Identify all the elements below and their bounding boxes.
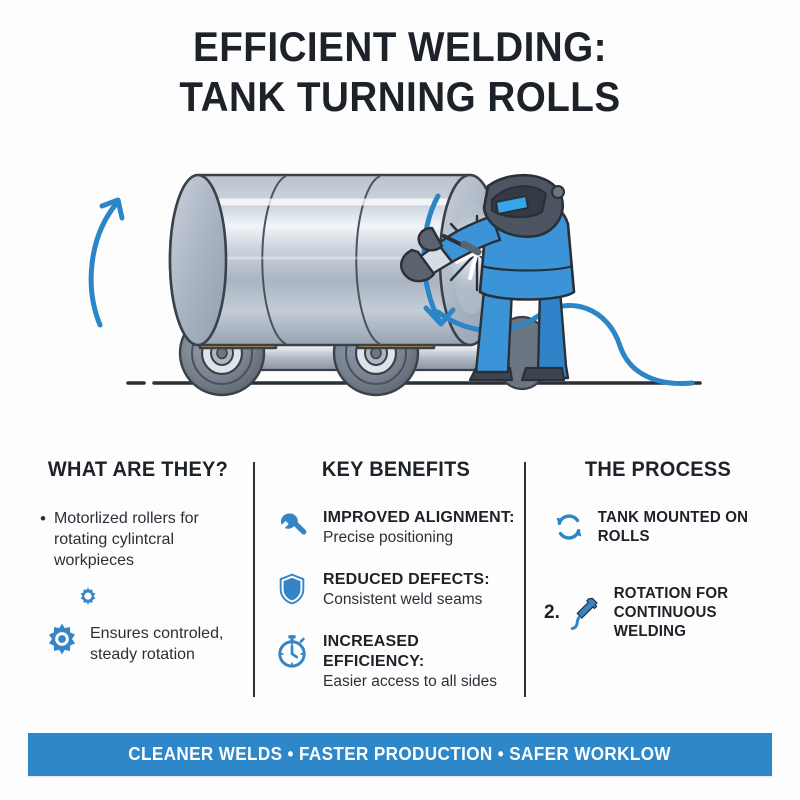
list-item: • Motorlized rollers for rotating cylint…	[24, 508, 252, 571]
list-item: IMPROVED ALIGNMENT: Precise positioning	[267, 508, 525, 548]
benefit-title: INCREASED EFFICIENCY:	[323, 633, 425, 670]
benefit-subtitle: Precise positioning	[323, 529, 454, 546]
step-label: TANK MOUNTED ON ROLLS	[597, 509, 749, 545]
list-item: TANK MOUNTED ON ROLLS	[540, 508, 776, 546]
list-item: REDUCED DEFECTS: Consistent weld seams	[267, 570, 525, 610]
rotation-arrow-up	[88, 197, 125, 328]
welder-figure	[400, 173, 695, 387]
gear-icon	[74, 585, 102, 618]
columns-section: WHAT ARE THEY? • Motorlized rollers for …	[24, 458, 776, 708]
column-key-benefits: KEY BENEFITS IMPROVED ALIGNMENT: Precise…	[267, 458, 525, 714]
footer-banner-text: CLEANER WELDS • FASTER PRODUCTION • SAFE…	[128, 744, 672, 764]
rotation-cycle-icon	[548, 510, 590, 544]
step-label-line2: CONTINUOUS WELDING	[613, 604, 717, 640]
title-line-2: TANK TURNING ROLLS	[179, 73, 621, 120]
wrench-icon	[271, 508, 313, 544]
gear-icon	[42, 621, 82, 666]
page-title: EFFICIENT WELDING: TANK TURNING ROLLS	[0, 22, 800, 122]
bullet-text: Motorlized rollers for rotating cylintcr…	[53, 510, 199, 569]
column-divider-1	[253, 462, 255, 697]
benefit-title: REDUCED DEFECTS:	[323, 571, 490, 588]
bullet-icon: •	[40, 509, 46, 528]
welding-torch-icon	[564, 594, 606, 632]
footer-banner: CLEANER WELDS • FASTER PRODUCTION • SAFE…	[28, 733, 772, 776]
column-what-are-they: WHAT ARE THEY? • Motorlized rollers for …	[24, 458, 252, 663]
step-number: 2.	[544, 601, 560, 623]
gear-caption: Ensures controled, steady rotation	[90, 624, 224, 663]
column-the-process: THE PROCESS TANK MOUNTED ON ROLLS 2.	[540, 458, 776, 641]
column-divider-2	[524, 462, 526, 697]
benefit-title: IMPROVED ALIGNMENT:	[323, 509, 515, 526]
benefit-subtitle: Easier access to all sides	[323, 673, 498, 690]
list-item: Ensures controled, steady rotation	[42, 621, 252, 666]
step-label: ROTATION FOR CONTINUOUS WELDING	[606, 584, 771, 641]
step-label-line1: ROTATION FOR	[613, 585, 729, 602]
stopwatch-icon	[271, 632, 313, 668]
column-heading-what-are-they: WHAT ARE THEY?	[47, 458, 229, 481]
list-item: INCREASED EFFICIENCY: Easier access to a…	[267, 632, 525, 692]
title-line-1: EFFICIENT WELDING:	[193, 23, 607, 70]
tank-turning-rolls-illustration	[40, 140, 760, 425]
benefit-subtitle: Consistent weld seams	[323, 591, 483, 608]
column-heading-key-benefits: KEY BENEFITS	[321, 458, 471, 481]
shield-icon	[271, 570, 313, 606]
column-heading-the-process: THE PROCESS	[584, 458, 732, 481]
list-item: 2. ROTATION FOR CONTINUOUS WELDING	[540, 584, 776, 641]
